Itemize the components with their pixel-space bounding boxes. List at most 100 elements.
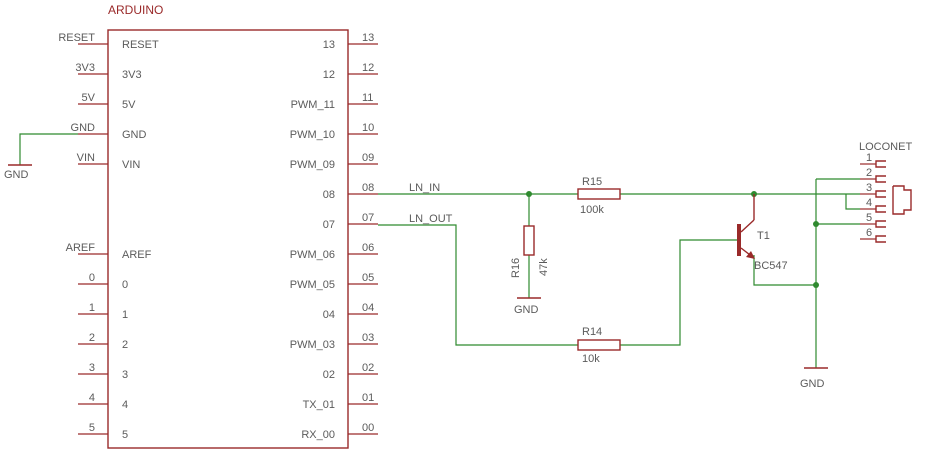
- pin-outer-label: 11: [362, 92, 373, 104]
- arduino-left-pin-2[interactable]: 22: [78, 332, 128, 351]
- pin-inner-label: 13: [323, 39, 335, 51]
- pin-outer-label: 13: [362, 32, 374, 44]
- net-wires: LN_IN LN_OUT: [378, 178, 860, 368]
- pin-number: 4: [866, 197, 872, 209]
- pin-outer-label: 10: [362, 122, 374, 134]
- pin-socket: [875, 220, 886, 228]
- pin-socket: [875, 175, 886, 183]
- arduino-gnd-net: GND: [4, 133, 78, 181]
- t1-base-bar: [737, 224, 741, 256]
- arduino-right-pin-03[interactable]: PWM_03 03: [290, 332, 378, 351]
- pin-inner-label: PWM_09: [290, 159, 335, 171]
- arduino-left-pin-vin[interactable]: VIN VIN: [77, 152, 141, 171]
- arduino-left-pin-1[interactable]: 11: [78, 302, 128, 321]
- r14-name: R14: [582, 326, 602, 338]
- pin-inner-label: 12: [323, 69, 335, 81]
- pin-inner-label: PWM_06: [290, 249, 335, 261]
- pin-socket: [875, 235, 886, 243]
- pin-outer-label: 2: [89, 332, 95, 344]
- pin-outer-label: 0: [89, 272, 95, 284]
- pin-inner-label: PWM_05: [290, 279, 335, 291]
- resistor-r14[interactable]: R14 10k: [577, 326, 621, 365]
- ground-right: GND: [800, 367, 828, 390]
- pin-outer-label: 00: [362, 422, 374, 434]
- net-label-ln-in: LN_IN: [409, 182, 440, 194]
- pin-inner-label: RESET: [122, 39, 159, 51]
- pin-outer-label: 3V3: [75, 62, 95, 74]
- pin-outer-label: RESET: [58, 32, 95, 44]
- r15-name: R15: [582, 176, 602, 188]
- wire-emitter-to-ground: [753, 255, 816, 286]
- pin-number: 3: [866, 182, 872, 194]
- arduino-left-pin-5[interactable]: 55: [78, 422, 128, 441]
- pin-inner-label: AREF: [122, 249, 152, 261]
- rj-jack-icon: [892, 185, 912, 215]
- wire-r14-to-base: [620, 239, 738, 346]
- pin-socket: [875, 190, 886, 198]
- pin-inner-label: 07: [323, 219, 335, 231]
- pin-inner-label: VIN: [122, 159, 140, 171]
- arduino-title: ARDUINO: [108, 3, 163, 17]
- pin-outer-label: 03: [362, 332, 374, 344]
- pin-outer-label: 3: [89, 362, 95, 374]
- arduino-block[interactable]: ARDUINO RESETRESET3V33V35V5VGNDGNDVINVIN…: [58, 3, 378, 449]
- arduino-right-pin-05[interactable]: PWM_05 05: [290, 272, 378, 291]
- loconet-pin-2[interactable]: 2: [860, 167, 886, 183]
- arduino-left-pin-0[interactable]: 00: [78, 272, 128, 291]
- resistor-r16[interactable]: R16 47k GND: [510, 225, 550, 316]
- pin-inner-label: 5V: [122, 99, 136, 111]
- pin-inner-label: RX_00: [301, 429, 335, 441]
- pin-number: 6: [866, 227, 872, 239]
- wire-arduino-gnd: [19, 133, 78, 165]
- transistor-t1[interactable]: T1 BC547: [737, 194, 788, 272]
- pin-number: 2: [866, 167, 872, 179]
- t1-collector-lead: [740, 219, 755, 233]
- arduino-left-pin-4[interactable]: 44: [78, 392, 128, 411]
- ground-label-left: GND: [4, 169, 29, 181]
- pin-inner-label: PWM_03: [290, 339, 335, 351]
- r15-value: 100k: [580, 204, 604, 216]
- pin-socket: [875, 205, 886, 213]
- pin-number: 1: [866, 152, 872, 164]
- loconet-pin-5[interactable]: 5: [860, 212, 886, 228]
- arduino-body: [107, 29, 349, 449]
- arduino-left-pin-3v3[interactable]: 3V3 3V3: [75, 62, 141, 81]
- junction-emitter: [813, 282, 819, 288]
- pin-outer-label: 05: [362, 272, 374, 284]
- wire-loconet-pin4: [845, 194, 860, 210]
- arduino-right-pin-13[interactable]: 13 13: [323, 32, 378, 51]
- pin-outer-label: 1: [89, 302, 95, 314]
- pin-inner-label: 2: [122, 339, 128, 351]
- loconet-connector[interactable]: LOCONET 1 2 3 4 56: [859, 141, 912, 243]
- loconet-title: LOCONET: [859, 141, 912, 153]
- loconet-pin-6[interactable]: 6: [860, 227, 886, 243]
- t1-emitter-arrow: [746, 251, 755, 259]
- loconet-pin-1[interactable]: 1: [860, 152, 886, 168]
- pin-inner-label: 0: [122, 279, 128, 291]
- pin-outer-label: 01: [362, 392, 374, 404]
- pin-outer-label: VIN: [77, 152, 95, 164]
- pin-inner-label: 1: [122, 309, 128, 321]
- loconet-pin-4[interactable]: 4: [860, 197, 886, 213]
- loconet-pin-3[interactable]: 3: [860, 182, 886, 198]
- arduino-right-pin-00[interactable]: RX_00 00: [301, 422, 378, 441]
- pin-inner-label: 3V3: [122, 69, 142, 81]
- resistor-r15[interactable]: R15 100k: [577, 176, 621, 216]
- arduino-left-pin-reset[interactable]: RESET RESET: [58, 32, 159, 51]
- arduino-left-pin-3[interactable]: 33: [78, 362, 128, 381]
